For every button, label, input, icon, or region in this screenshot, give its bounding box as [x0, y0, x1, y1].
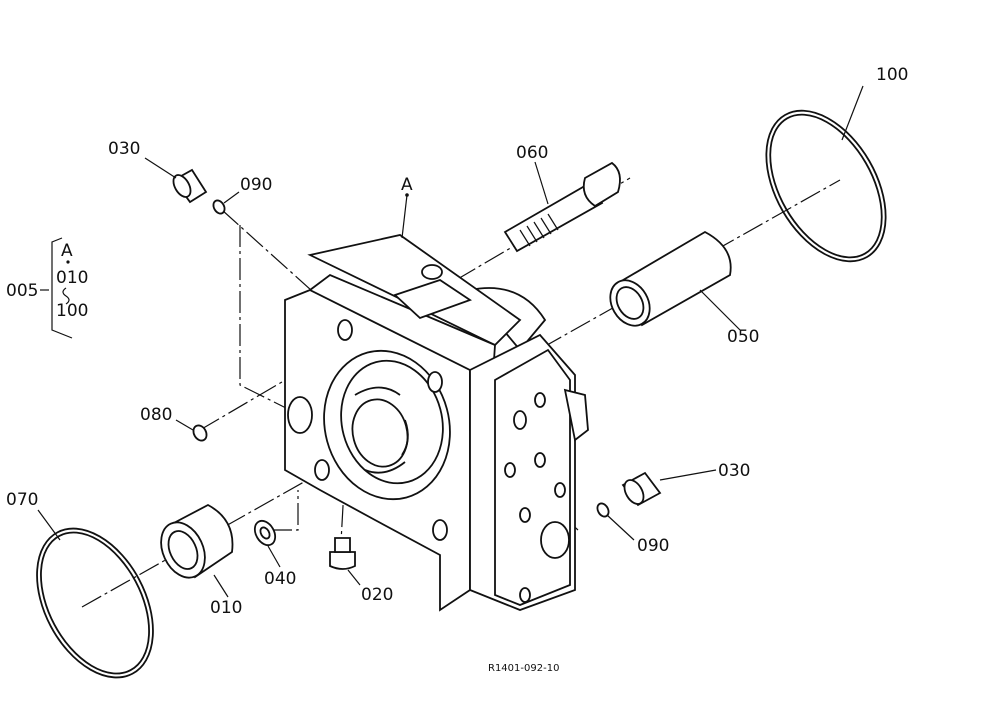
part-020-plug [329, 537, 356, 570]
assembly-item-010: 010 [56, 268, 88, 288]
drawing-reference-code: R1401-092-10 [488, 663, 559, 674]
assembly-item-100: 100 [56, 301, 88, 321]
part-010-bearing [160, 503, 234, 579]
label-070: 070 [6, 490, 38, 510]
part-040-washer [253, 519, 277, 547]
label-100: 100 [876, 65, 908, 85]
label-080: 080 [140, 405, 172, 425]
part-labels: 100 030 090 060 A 050 080 030 070 090 04… [6, 65, 908, 618]
assembly-number: 005 [6, 281, 38, 301]
label-020: 020 [361, 585, 393, 605]
pump-housing [284, 234, 589, 612]
part-090-washer-lower [596, 502, 610, 518]
part-060-bolt [503, 161, 621, 253]
part-100-oring [765, 109, 887, 263]
label-030-lower: 030 [718, 461, 750, 481]
label-060: 060 [516, 143, 548, 163]
leader-lines [37, 85, 864, 598]
label-090-lower: 090 [637, 536, 669, 556]
label-A-dot [405, 193, 409, 197]
part-090-washer-upper [212, 199, 226, 215]
assembly-bracket [51, 237, 73, 339]
label-030-upper: 030 [108, 139, 140, 159]
part-050-sleeve [609, 230, 732, 327]
part-030-plug-lower [621, 471, 662, 507]
label-010: 010 [210, 598, 242, 618]
label-050: 050 [727, 327, 759, 347]
assembly-005-group: 005 A 010 100 [6, 237, 88, 339]
part-070-oring [36, 527, 154, 679]
part-030-plug-upper [172, 168, 208, 204]
assembly-item-a: A [61, 241, 73, 261]
label-A: A [401, 175, 413, 195]
label-040: 040 [264, 569, 296, 589]
label-090-upper: 090 [240, 175, 272, 195]
part-080-washer [192, 424, 208, 442]
